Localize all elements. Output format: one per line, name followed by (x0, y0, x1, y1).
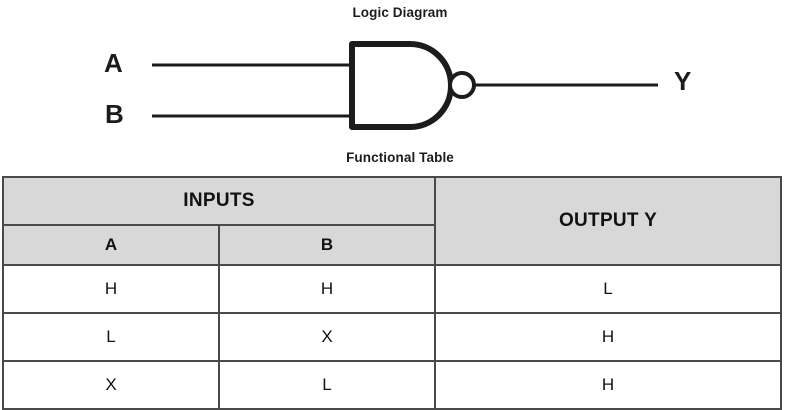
table-row: H H L (2, 264, 782, 314)
inversion-bubble-icon (448, 71, 476, 99)
cell-input-a: L (2, 312, 220, 362)
cell-output-y: H (434, 360, 782, 410)
header-output-y: OUTPUT Y (434, 176, 782, 266)
logic-diagram (0, 26, 800, 146)
cell-input-a: X (2, 360, 220, 410)
cell-input-b: X (218, 312, 436, 362)
table-header: INPUTS OUTPUT Y A B (2, 176, 782, 266)
input-b-label: B (105, 99, 124, 129)
table-body: H H L L X H X L H (2, 264, 782, 410)
cell-output-y: L (434, 264, 782, 314)
cell-output-y: H (434, 312, 782, 362)
output-y-label: Y (674, 66, 692, 96)
header-input-a: A (2, 224, 220, 266)
nand-gate-schematic (152, 41, 658, 130)
and-gate-body (349, 41, 454, 130)
table-row: L X H (2, 312, 782, 362)
logic-diagram-title: Logic Diagram (352, 5, 448, 20)
table-header-row-sub: A B (2, 224, 781, 266)
table-row: X L H (2, 360, 782, 410)
header-input-b: B (218, 224, 436, 266)
cell-input-a: H (2, 264, 220, 314)
cell-input-b: H (218, 264, 436, 314)
table-header-row-group: INPUTS OUTPUT Y (2, 176, 782, 266)
functional-table-title: Functional Table (346, 150, 454, 165)
header-inputs: INPUTS (2, 176, 436, 226)
cell-input-b: L (218, 360, 436, 410)
functional-table: INPUTS OUTPUT Y A B H H L L X H X L H (2, 176, 782, 410)
input-a-label: A (104, 48, 123, 78)
